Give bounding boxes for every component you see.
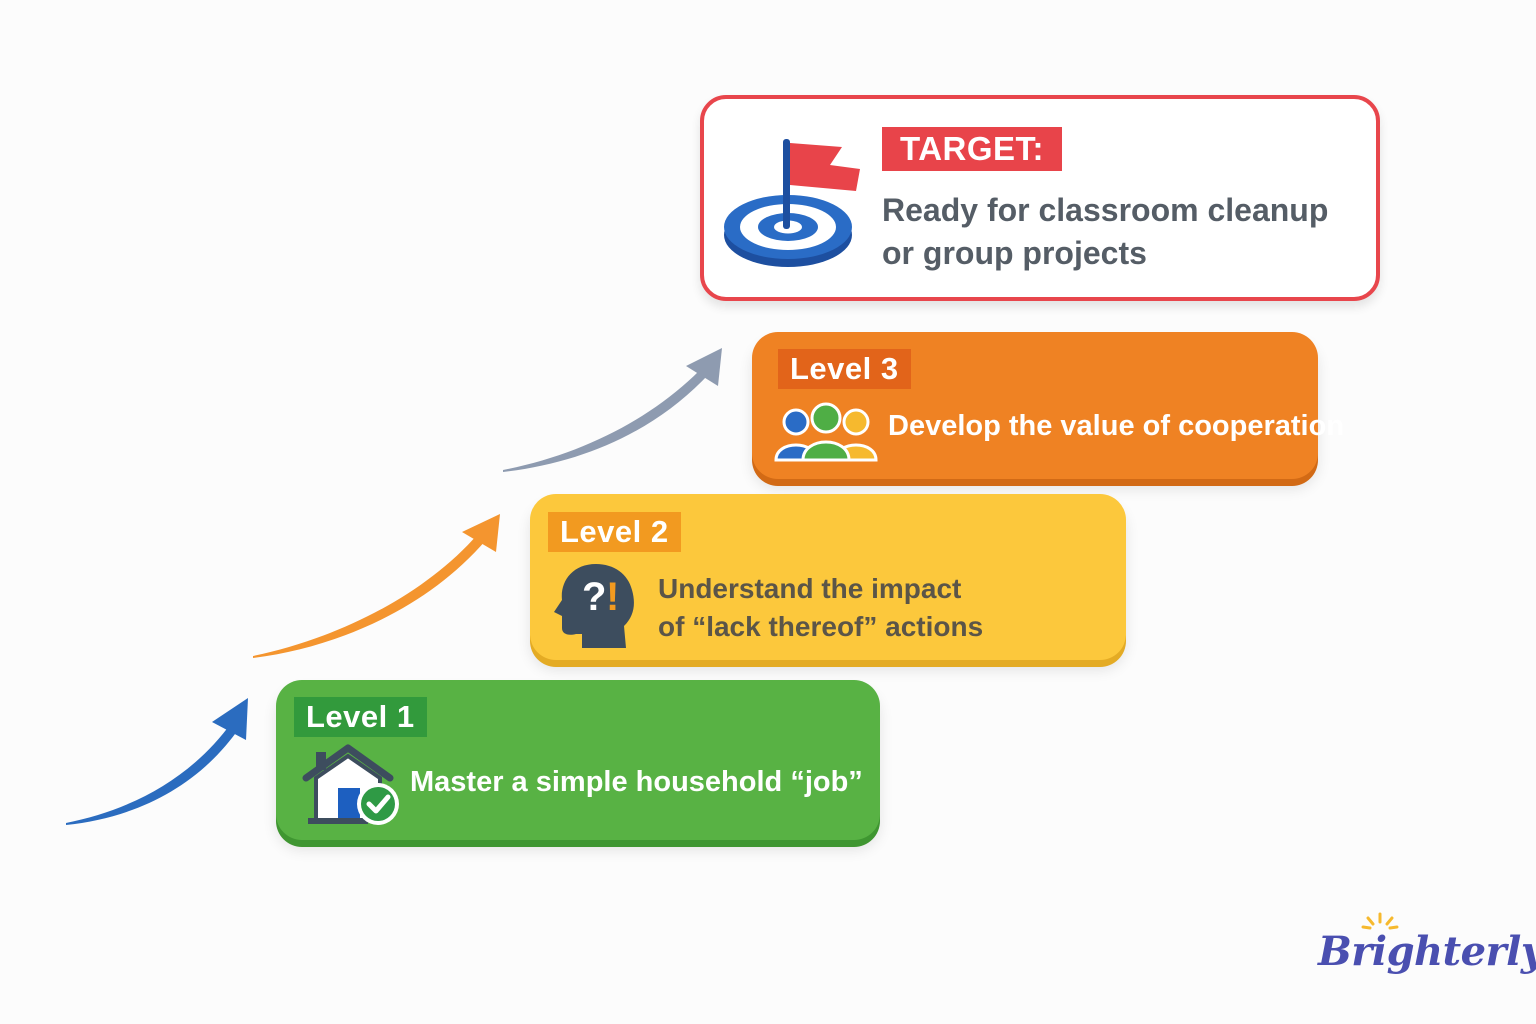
target-badge: TARGET:	[882, 127, 1063, 171]
level-3-badge: Level 3	[778, 349, 911, 389]
target-description: Ready for classroom cleanup or group pro…	[882, 189, 1328, 275]
target-card: TARGET: Ready for classroom cleanup or g…	[700, 95, 1380, 301]
level-2-card: Level 2 ? ! Understand the impact of “la…	[530, 494, 1126, 660]
target-line-2: or group projects	[882, 235, 1147, 271]
level-2-line-2: of “lack thereof” actions	[658, 611, 984, 642]
svg-text:!: !	[606, 575, 619, 619]
head-question-icon: ? !	[554, 564, 634, 648]
level-1-description: Master a simple household “job”	[410, 766, 863, 798]
level-3-description: Develop the value of cooperation	[888, 410, 1345, 442]
target-line-1: Ready for classroom cleanup	[882, 192, 1329, 228]
level-1-card: Level 1 Master a simple household “job”	[276, 680, 880, 840]
team-people-icon	[774, 402, 878, 462]
level-2-line-1: Understand the impact	[658, 573, 962, 604]
arrow-to-level-3	[503, 348, 722, 472]
brand-logo: Brighterly	[1318, 928, 1536, 975]
house-check-icon	[302, 744, 399, 825]
arrow-to-level-2	[253, 514, 500, 658]
level-2-badge: Level 2	[548, 512, 681, 552]
svg-text:?: ?	[582, 575, 606, 619]
arrow-to-level-1	[66, 698, 248, 825]
sun-icon	[1361, 912, 1399, 930]
level-1-badge: Level 1	[294, 697, 427, 737]
target-flag-icon	[724, 139, 860, 267]
level-3-card: Level 3 Develop the value of cooperation	[752, 332, 1344, 479]
level-2-description: Understand the impact of “lack thereof” …	[658, 570, 983, 646]
